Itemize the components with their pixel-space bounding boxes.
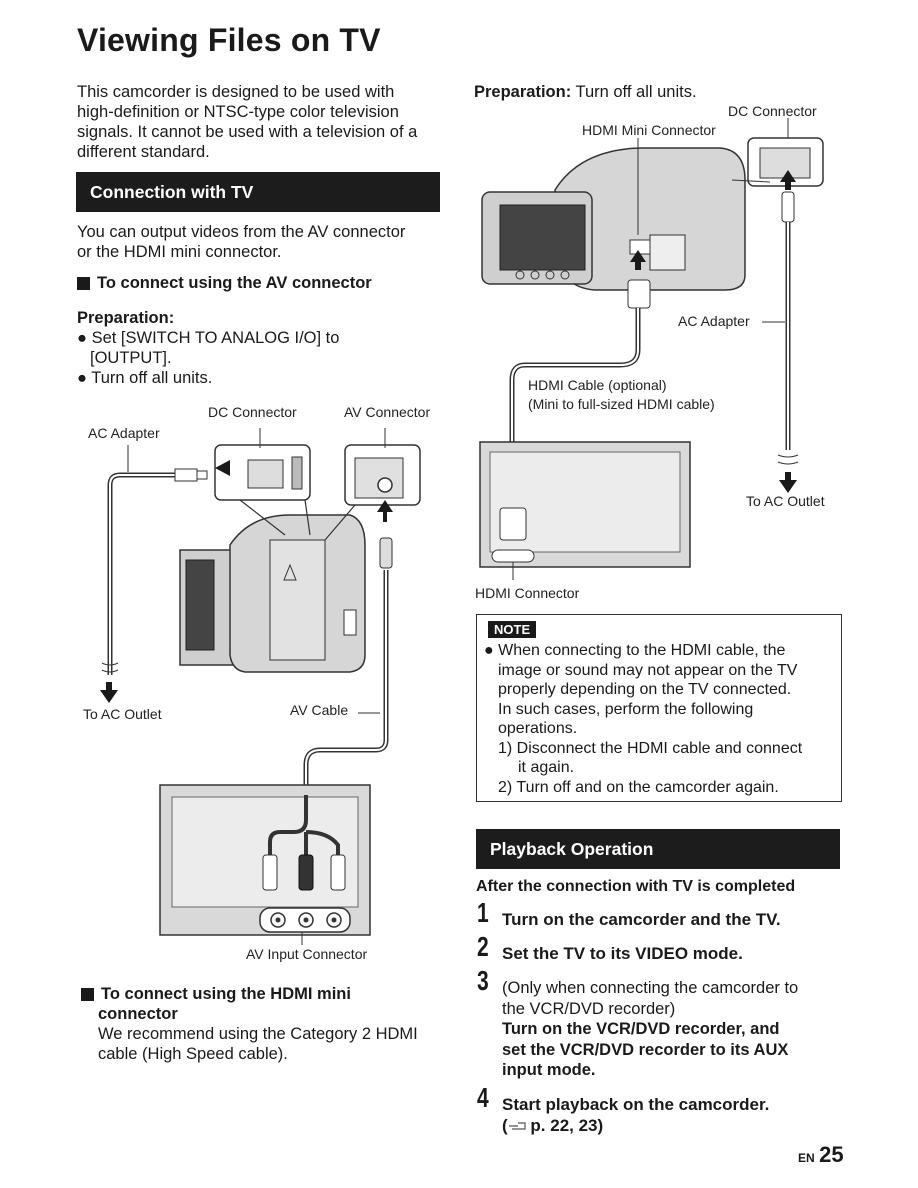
- ac-adapter-cable: [107, 472, 175, 675]
- hdmi-mini-port-icon: [629, 239, 651, 255]
- ac-plug-icon: [781, 191, 795, 223]
- square-bullet-icon: [81, 988, 94, 1001]
- step-1-number: 1: [477, 897, 489, 928]
- note-tag: NOTE: [488, 621, 537, 638]
- dc-port-icon: [247, 459, 284, 489]
- hdmi-section: To connect using the HDMI mini connector…: [81, 985, 418, 1064]
- step-3-text: (Only when connecting the camcorder to t…: [502, 979, 799, 1079]
- hdmi-connector-label: HDMI Connector: [475, 585, 580, 601]
- triangle-mark-icon: [283, 563, 297, 581]
- hdmi-connection-diagram: [479, 118, 824, 580]
- step-2-text: Set the TV to its VIDEO mode.: [502, 944, 743, 963]
- av-dc-connector-label: DC Connector: [208, 404, 297, 420]
- camcorder-lcd-screen: [499, 204, 586, 271]
- hdmi-cable-label: HDMI Cable (optional): [528, 377, 667, 393]
- right-preparation: Preparation: Turn off all units.: [474, 83, 697, 101]
- step-4-number: 4: [477, 1082, 489, 1113]
- intro-paragraph: This camcorder is designed to be used wi…: [77, 83, 418, 161]
- tv-screen: [171, 796, 359, 908]
- playback-subtitle: After the connection with TV is complete…: [476, 878, 796, 895]
- hdmi-cable-sublabel: (Mini to full-sized HDMI cable): [528, 396, 715, 412]
- step-2-number: 2: [477, 931, 489, 962]
- hdmi-dc-connector-label: DC Connector: [728, 103, 817, 119]
- camcorder-side-panel: [269, 539, 326, 661]
- hdmi-plug-icon: [499, 507, 527, 541]
- camcorder-port-icon: [343, 609, 357, 636]
- playback-operation-bar: Playback Operation: [476, 829, 840, 869]
- av-jack-icon: [377, 477, 393, 493]
- arrow-down-icon: [779, 480, 797, 493]
- page-title: Viewing Files on TV: [77, 22, 381, 58]
- note-content: ● When connecting to the HDMI cable, the…: [484, 642, 803, 796]
- av-to-ac-outlet-label: To AC Outlet: [83, 706, 162, 722]
- av-ac-adapter-label: AC Adapter: [88, 425, 160, 441]
- arrow-up-icon: [377, 500, 393, 512]
- av-section-heading: To connect using the AV connector: [77, 274, 372, 293]
- arrow-up-icon: [630, 250, 646, 262]
- camcorder-lcd-screen: [185, 559, 215, 651]
- av-input-connector-label: AV Input Connector: [246, 946, 368, 962]
- arrow-up-icon: [780, 170, 796, 182]
- rca-plug-white: [262, 854, 278, 891]
- av-preparation: Preparation: ● Set [SWITCH TO ANALOG I/O…: [77, 309, 340, 387]
- step-3-number: 3: [477, 965, 489, 996]
- step-4-text: Start playback on the camcorder. ( p. 22…: [502, 1095, 770, 1135]
- square-bullet-icon: [77, 277, 90, 290]
- rca-plug-white-2: [330, 854, 346, 891]
- hdmi-ac-adapter-label: AC Adapter: [678, 313, 750, 329]
- hdmi-mini-plug-icon: [627, 279, 651, 309]
- hdmi-mini-connector-label: HDMI Mini Connector: [582, 122, 716, 138]
- tv-hdmi-port: [491, 549, 535, 563]
- connection-with-tv-bar: Connection with TV: [76, 172, 440, 212]
- arrow-down-icon: [100, 690, 118, 703]
- note-box: [476, 614, 842, 802]
- connection-text: You can output videos from the AV connec…: [77, 223, 406, 261]
- av-plug-icon: [379, 537, 393, 569]
- camcorder-body: [554, 147, 746, 291]
- step-1-text: Turn on the camcorder and the TV.: [502, 910, 781, 929]
- rca-plug-black: [298, 854, 314, 891]
- page-footer: EN 25: [798, 1142, 844, 1167]
- av-av-connector-label: AV Connector: [344, 404, 431, 420]
- pointing-hand-icon: [508, 1122, 526, 1130]
- av-connection-diagram: [100, 428, 421, 945]
- dc-port-icon: [759, 147, 811, 179]
- av-cable-label: AV Cable: [290, 702, 349, 718]
- arrow-right-icon: [215, 460, 230, 476]
- hdmi-to-ac-outlet-label: To AC Outlet: [746, 493, 825, 509]
